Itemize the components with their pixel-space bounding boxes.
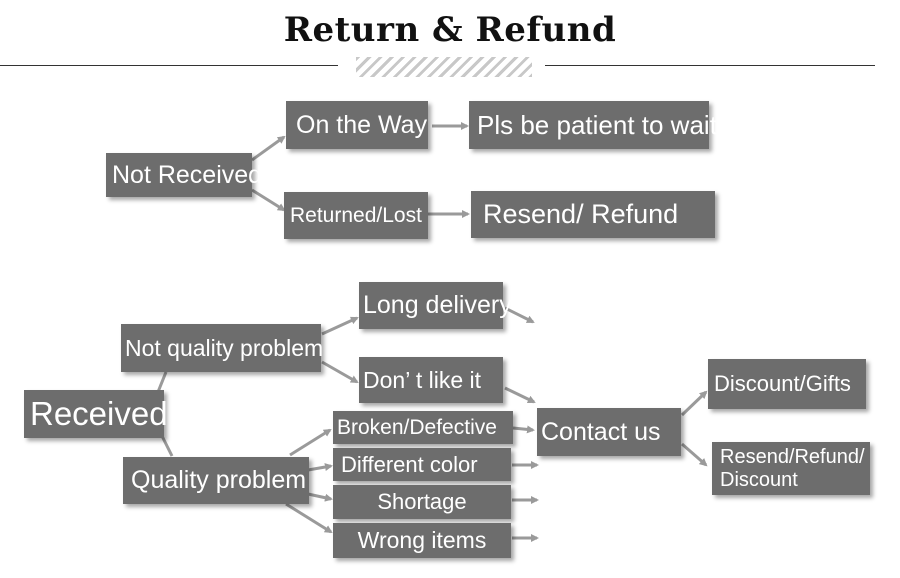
node-contact-us: Contact us	[537, 408, 681, 456]
arrow-long-delivery-out	[504, 306, 535, 324]
node-shortage: Shortage	[333, 485, 511, 519]
arrow-dont-like-to-contact	[504, 386, 536, 404]
connector-received-to-quality	[160, 435, 174, 457]
node-not-received: Not Received	[106, 153, 262, 197]
node-resend-refund: Resend/ Refund	[471, 191, 715, 238]
node-discount-gifts: Discount/Gifts	[708, 359, 866, 409]
node-broken-defective: Broken/Defective	[333, 411, 513, 444]
node-returned-lost: Returned/Lost	[284, 192, 428, 239]
node-quality-problem: Quality problem	[123, 457, 309, 504]
title-rule-left	[0, 65, 338, 66]
node-long-delivery: Long delivery	[359, 282, 512, 329]
arrow-broken-to-contact	[512, 425, 535, 434]
arrow-quality-to-broken	[289, 428, 332, 457]
node-wrong-items: Wrong items	[333, 523, 511, 558]
node-not-quality-problem: Not quality problem	[121, 324, 323, 372]
arrow-not-received-to-on-the-way	[251, 135, 286, 162]
arrow-contact-to-resend-refund-discount	[681, 442, 708, 467]
title-hatch-decoration	[356, 57, 532, 77]
node-received: Received	[24, 390, 168, 438]
arrow-quality-to-wrong-items	[285, 502, 333, 534]
title-rule-right	[545, 65, 875, 66]
page-title: Return & Refund	[283, 10, 617, 50]
connector-received-to-not-quality	[156, 371, 168, 393]
node-different-color: Different color	[333, 448, 511, 481]
arrow-not-quality-to-long-delivery	[321, 316, 359, 336]
arrow-quality-to-different-color	[307, 463, 333, 472]
arrow-not-quality-to-dont-like	[321, 360, 359, 384]
arrow-quality-to-shortage	[307, 492, 333, 502]
arrow-not-received-to-returned-lost	[251, 188, 286, 212]
node-pls-be-patient-to-wait: Pls be patient to wait	[469, 101, 717, 149]
node-dont-like-it: Don’ t like it	[359, 357, 503, 403]
arrow-contact-to-discount	[680, 390, 708, 417]
node-on-the-way: On the Way	[286, 101, 428, 149]
node-resend-refund-discount: Resend/Refund/ Discount	[712, 442, 870, 495]
